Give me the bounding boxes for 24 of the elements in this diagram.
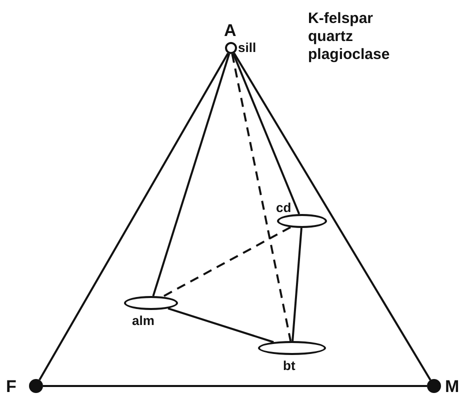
tie-line: [168, 307, 274, 344]
assemblage-note: quartz: [308, 29, 353, 44]
dashed-tie-line: [231, 54, 292, 342]
assemblage-note: K-felspar: [308, 11, 374, 26]
vertex-label: F: [6, 378, 16, 395]
tie-line: [38, 52, 229, 380]
tie-line: [43, 385, 427, 387]
mineral-field-ellipse: [124, 296, 178, 310]
phase-label: sill: [238, 41, 256, 54]
mineral-field-ellipse: [277, 214, 327, 228]
tie-line: [232, 53, 300, 214]
tie-line: [233, 52, 432, 381]
assemblage-note: plagioclase: [308, 47, 390, 62]
tie-line: [152, 53, 230, 296]
phase-label: cd: [276, 201, 292, 214]
dashed-tie-line: [162, 226, 292, 298]
open-circle: [225, 42, 237, 54]
vertex-dot: [427, 379, 441, 393]
vertex-label: M: [445, 378, 460, 395]
vertex-dot: [29, 379, 43, 393]
phase-label: alm: [132, 314, 154, 327]
tie-line: [292, 228, 302, 342]
vertex-label: A: [224, 22, 236, 39]
phase-label: bt: [283, 359, 296, 372]
